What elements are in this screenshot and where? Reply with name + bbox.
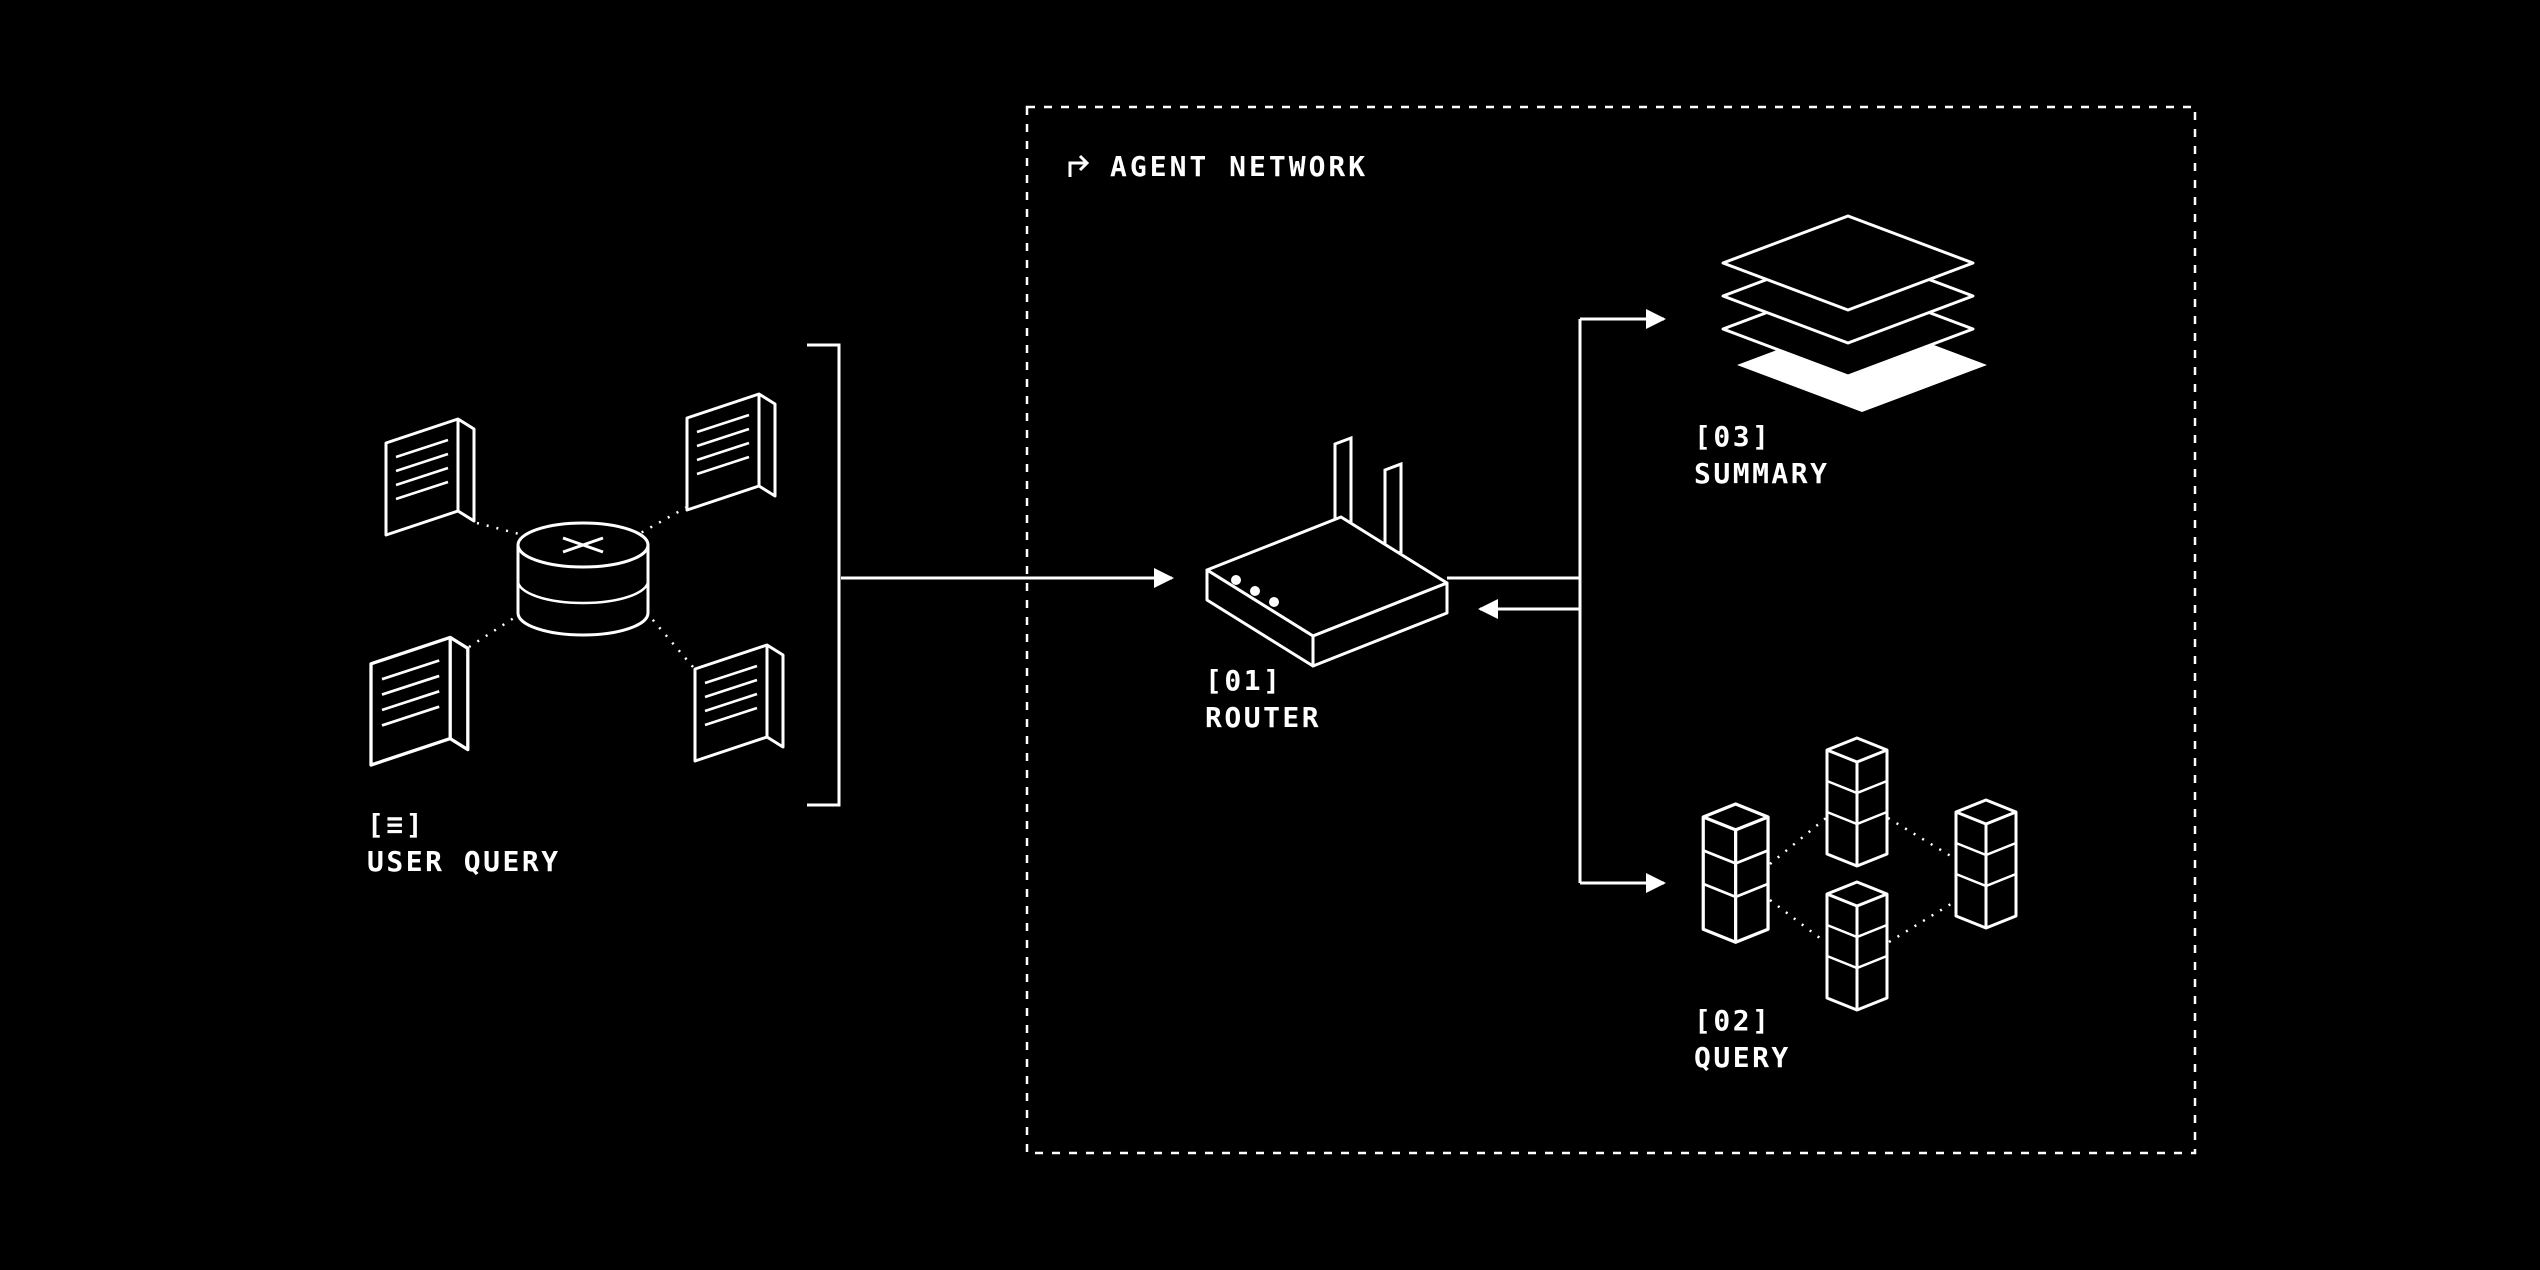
status-led [1269, 597, 1279, 607]
summary-name: SUMMARY [1694, 457, 1830, 490]
router-icon [1200, 430, 1460, 675]
document-icon [693, 643, 785, 763]
summary-tag: [03] [1694, 420, 1772, 453]
document-icon [369, 635, 470, 767]
agent-network-title: AGENT NETWORK [1110, 150, 1369, 183]
document-icon [384, 417, 476, 537]
document-icon [685, 392, 777, 512]
collect-bracket [807, 343, 841, 807]
status-led [1250, 586, 1260, 596]
router-trunk-line [1447, 319, 1582, 883]
server-tower-icon [1825, 880, 1889, 1012]
corner-arrow-icon [1068, 154, 1090, 177]
query-cluster-icon [1690, 730, 2030, 1015]
database-cylinder-icon [516, 521, 650, 637]
server-tower-icon [1954, 798, 2018, 930]
user-query-name: USER QUERY [367, 845, 561, 878]
agent-network-header: AGENT NETWORK [1064, 150, 1368, 184]
user-query-tag: [≡] [367, 808, 426, 841]
antenna-icon [1383, 461, 1403, 561]
router-tag: [01] [1205, 664, 1283, 697]
server-tower-icon [1825, 736, 1889, 868]
query-label: [02] QUERY [1694, 1002, 1791, 1076]
summary-label: [03] SUMMARY [1694, 418, 1830, 492]
user-query-cluster-icon [365, 385, 815, 780]
router-name: ROUTER [1205, 701, 1322, 734]
server-tower-icon [1701, 802, 1770, 944]
summary-layers-icon [1716, 186, 1996, 446]
x-mark [562, 536, 604, 554]
query-tag: [02] [1694, 1004, 1772, 1037]
status-led [1231, 575, 1241, 585]
query-name: QUERY [1694, 1041, 1791, 1074]
agent-network-frame [1025, 105, 2197, 1155]
router-label: [01] ROUTER [1205, 662, 1321, 736]
user-query-label: [≡] USER QUERY [367, 806, 561, 880]
